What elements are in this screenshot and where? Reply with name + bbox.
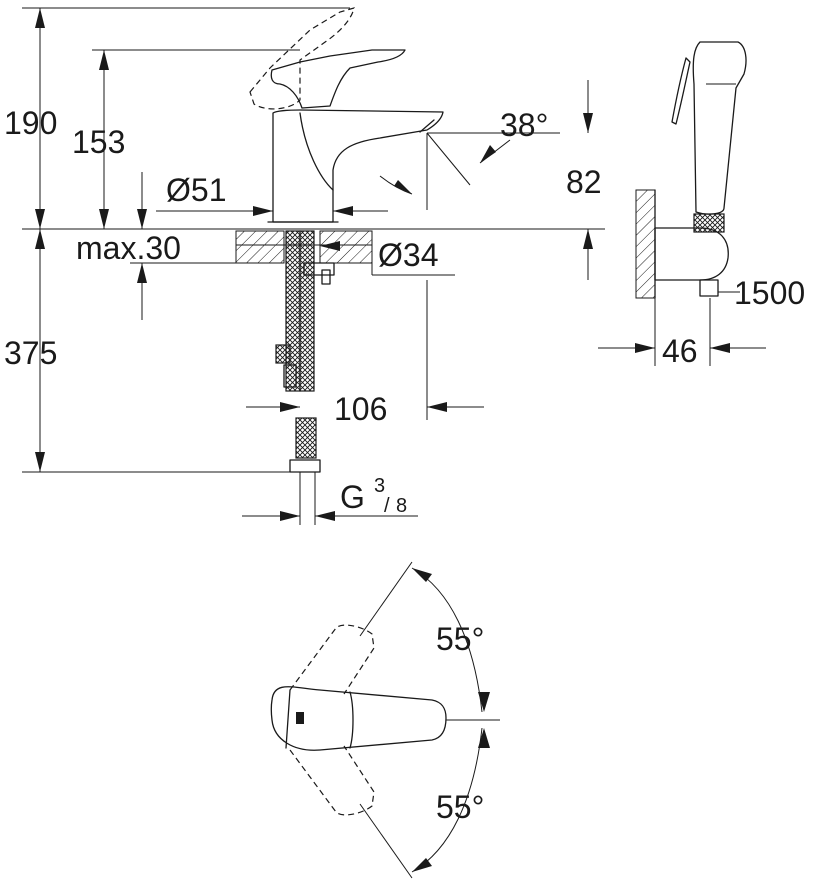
dim-g38-numerator: 3 [374, 475, 385, 497]
dim-d51-label: Ø51 [166, 172, 226, 208]
top-angle-upper-label: 55° [436, 621, 484, 657]
dim-1500-label: 1500 [734, 275, 805, 311]
dim-375-label: 375 [4, 335, 57, 371]
dim-38-label: 38° [500, 107, 548, 143]
dim-82-label: 82 [566, 164, 602, 200]
dim-190-label: 190 [4, 105, 57, 141]
dim-153-label: 153 [72, 124, 125, 160]
hose-clip [275, 344, 291, 364]
top-view-body [270, 686, 447, 751]
top-view-handle-left [289, 624, 375, 695]
wall-hatch [635, 189, 656, 299]
dim-46-label: 46 [662, 333, 698, 369]
top-view-handle-right [289, 745, 375, 816]
top-view-lever-curve [349, 691, 354, 749]
top-axis-lower [359, 803, 413, 879]
top-angle-lower-label: 55° [436, 789, 484, 825]
hose-right [299, 230, 315, 392]
shower-head [692, 41, 747, 215]
dim-d34-label: Ø34 [378, 237, 438, 273]
top-view-body-edge [285, 689, 291, 749]
shower-trigger [671, 57, 691, 125]
faucet-body-curve [299, 112, 334, 191]
hose-outlet [699, 279, 719, 297]
dim-g38-denominator: 8 [396, 495, 407, 517]
shower-holder [654, 227, 729, 281]
dim-106-label: 106 [334, 391, 387, 427]
dim-38-angle-line [426, 132, 471, 186]
top-axis-upper [359, 561, 413, 637]
faucet-body [272, 109, 444, 223]
hand-shower-view: 1500 46 [598, 41, 805, 369]
counter-hatch-left [235, 230, 285, 264]
mount-nut [303, 262, 335, 276]
hose-end [295, 417, 317, 459]
hose-left [285, 230, 301, 392]
dim-g38-slash: / [384, 495, 390, 517]
lever-handle [270, 49, 406, 109]
aerator [419, 119, 435, 133]
top-view-indicator [296, 712, 304, 724]
lever-handle-raised [249, 7, 355, 110]
dim-g38-label: G [340, 479, 365, 515]
dim-max30-label: max.30 [76, 230, 181, 266]
mount-screw [321, 269, 331, 285]
faucet-side-view: 190 153 Ø51 max.30 Ø34 38° [4, 7, 605, 525]
faucet-top-view: 55° 55° [270, 561, 500, 879]
hose-connector [283, 364, 297, 388]
thread-nut [289, 459, 321, 473]
